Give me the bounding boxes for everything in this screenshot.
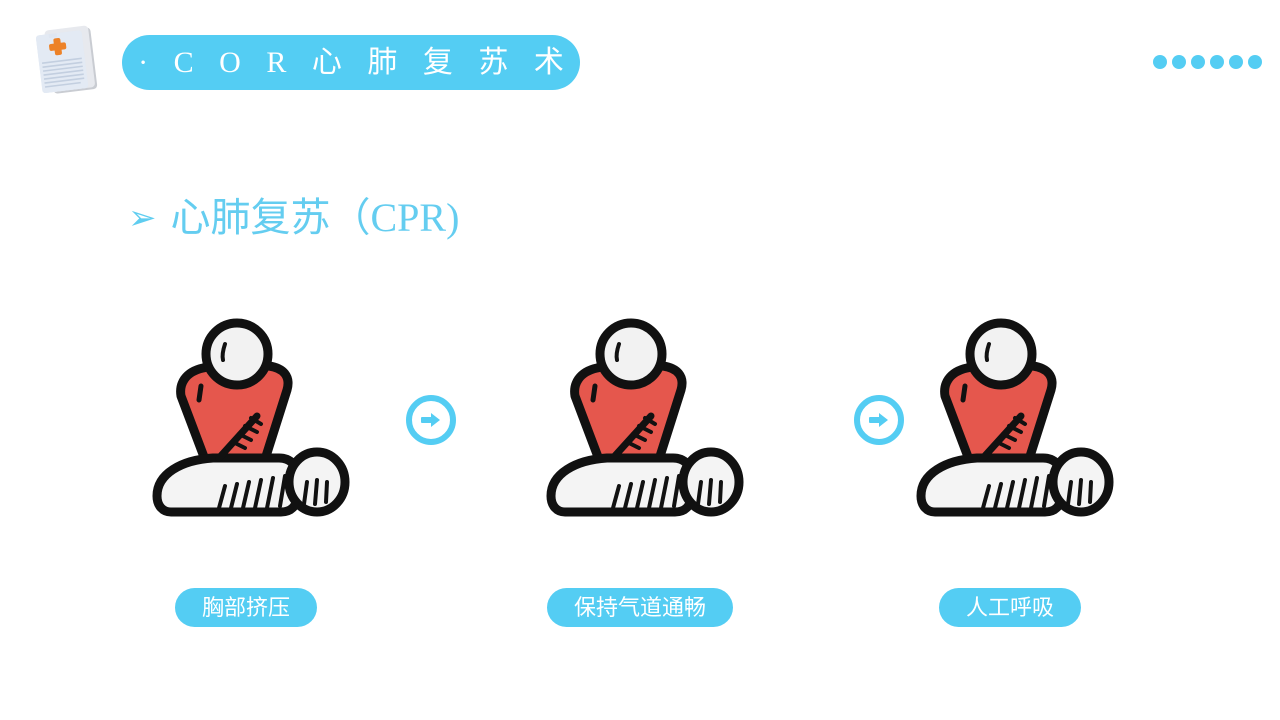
header-dot-row [1153, 55, 1262, 69]
arrow-right-circle-icon [406, 395, 456, 445]
section-heading-text: 心肺复苏（CPR) [170, 195, 460, 240]
slide-title-text: · C O R 心 肺 复 苏 术 [138, 45, 573, 79]
cpr-step-2: 保持气道通畅 [510, 300, 770, 640]
cpr-steps-row: 胸部挤压 [0, 300, 1280, 660]
arrow-bullet-icon: ➢ [128, 198, 157, 238]
arrow-right-circle-icon [854, 395, 904, 445]
header-dot [1153, 55, 1167, 69]
slide-title-pill: · C O R 心 肺 复 苏 术 [122, 35, 580, 90]
cpr-step-1: 胸部挤压 [116, 300, 376, 640]
cpr-rescue-breathing-figure [905, 310, 1115, 535]
cpr-step-3-caption-pill: 人工呼吸 [938, 588, 1082, 627]
cpr-chest-compression-figure [141, 310, 351, 535]
header-dot [1248, 55, 1262, 69]
header-dot [1210, 55, 1224, 69]
cpr-airway-figure [535, 310, 745, 535]
cpr-step-3: 人工呼吸 [880, 300, 1140, 640]
cpr-step-2-caption-pill: 保持气道通畅 [546, 588, 734, 627]
cpr-step-1-caption-text: 胸部挤压 [201, 594, 291, 620]
header-dot [1172, 55, 1186, 69]
cpr-step-1-caption-pill: 胸部挤压 [174, 588, 318, 627]
header-dot [1229, 55, 1243, 69]
header-dot [1191, 55, 1205, 69]
cpr-step-3-caption-text: 人工呼吸 [965, 594, 1055, 620]
medical-document-icon [28, 20, 108, 102]
section-heading: ➢ 心肺复苏（CPR) [128, 196, 459, 240]
slide-header: · C O R 心 肺 复 苏 术 [0, 0, 1280, 120]
cpr-step-2-caption-text: 保持气道通畅 [573, 594, 707, 620]
